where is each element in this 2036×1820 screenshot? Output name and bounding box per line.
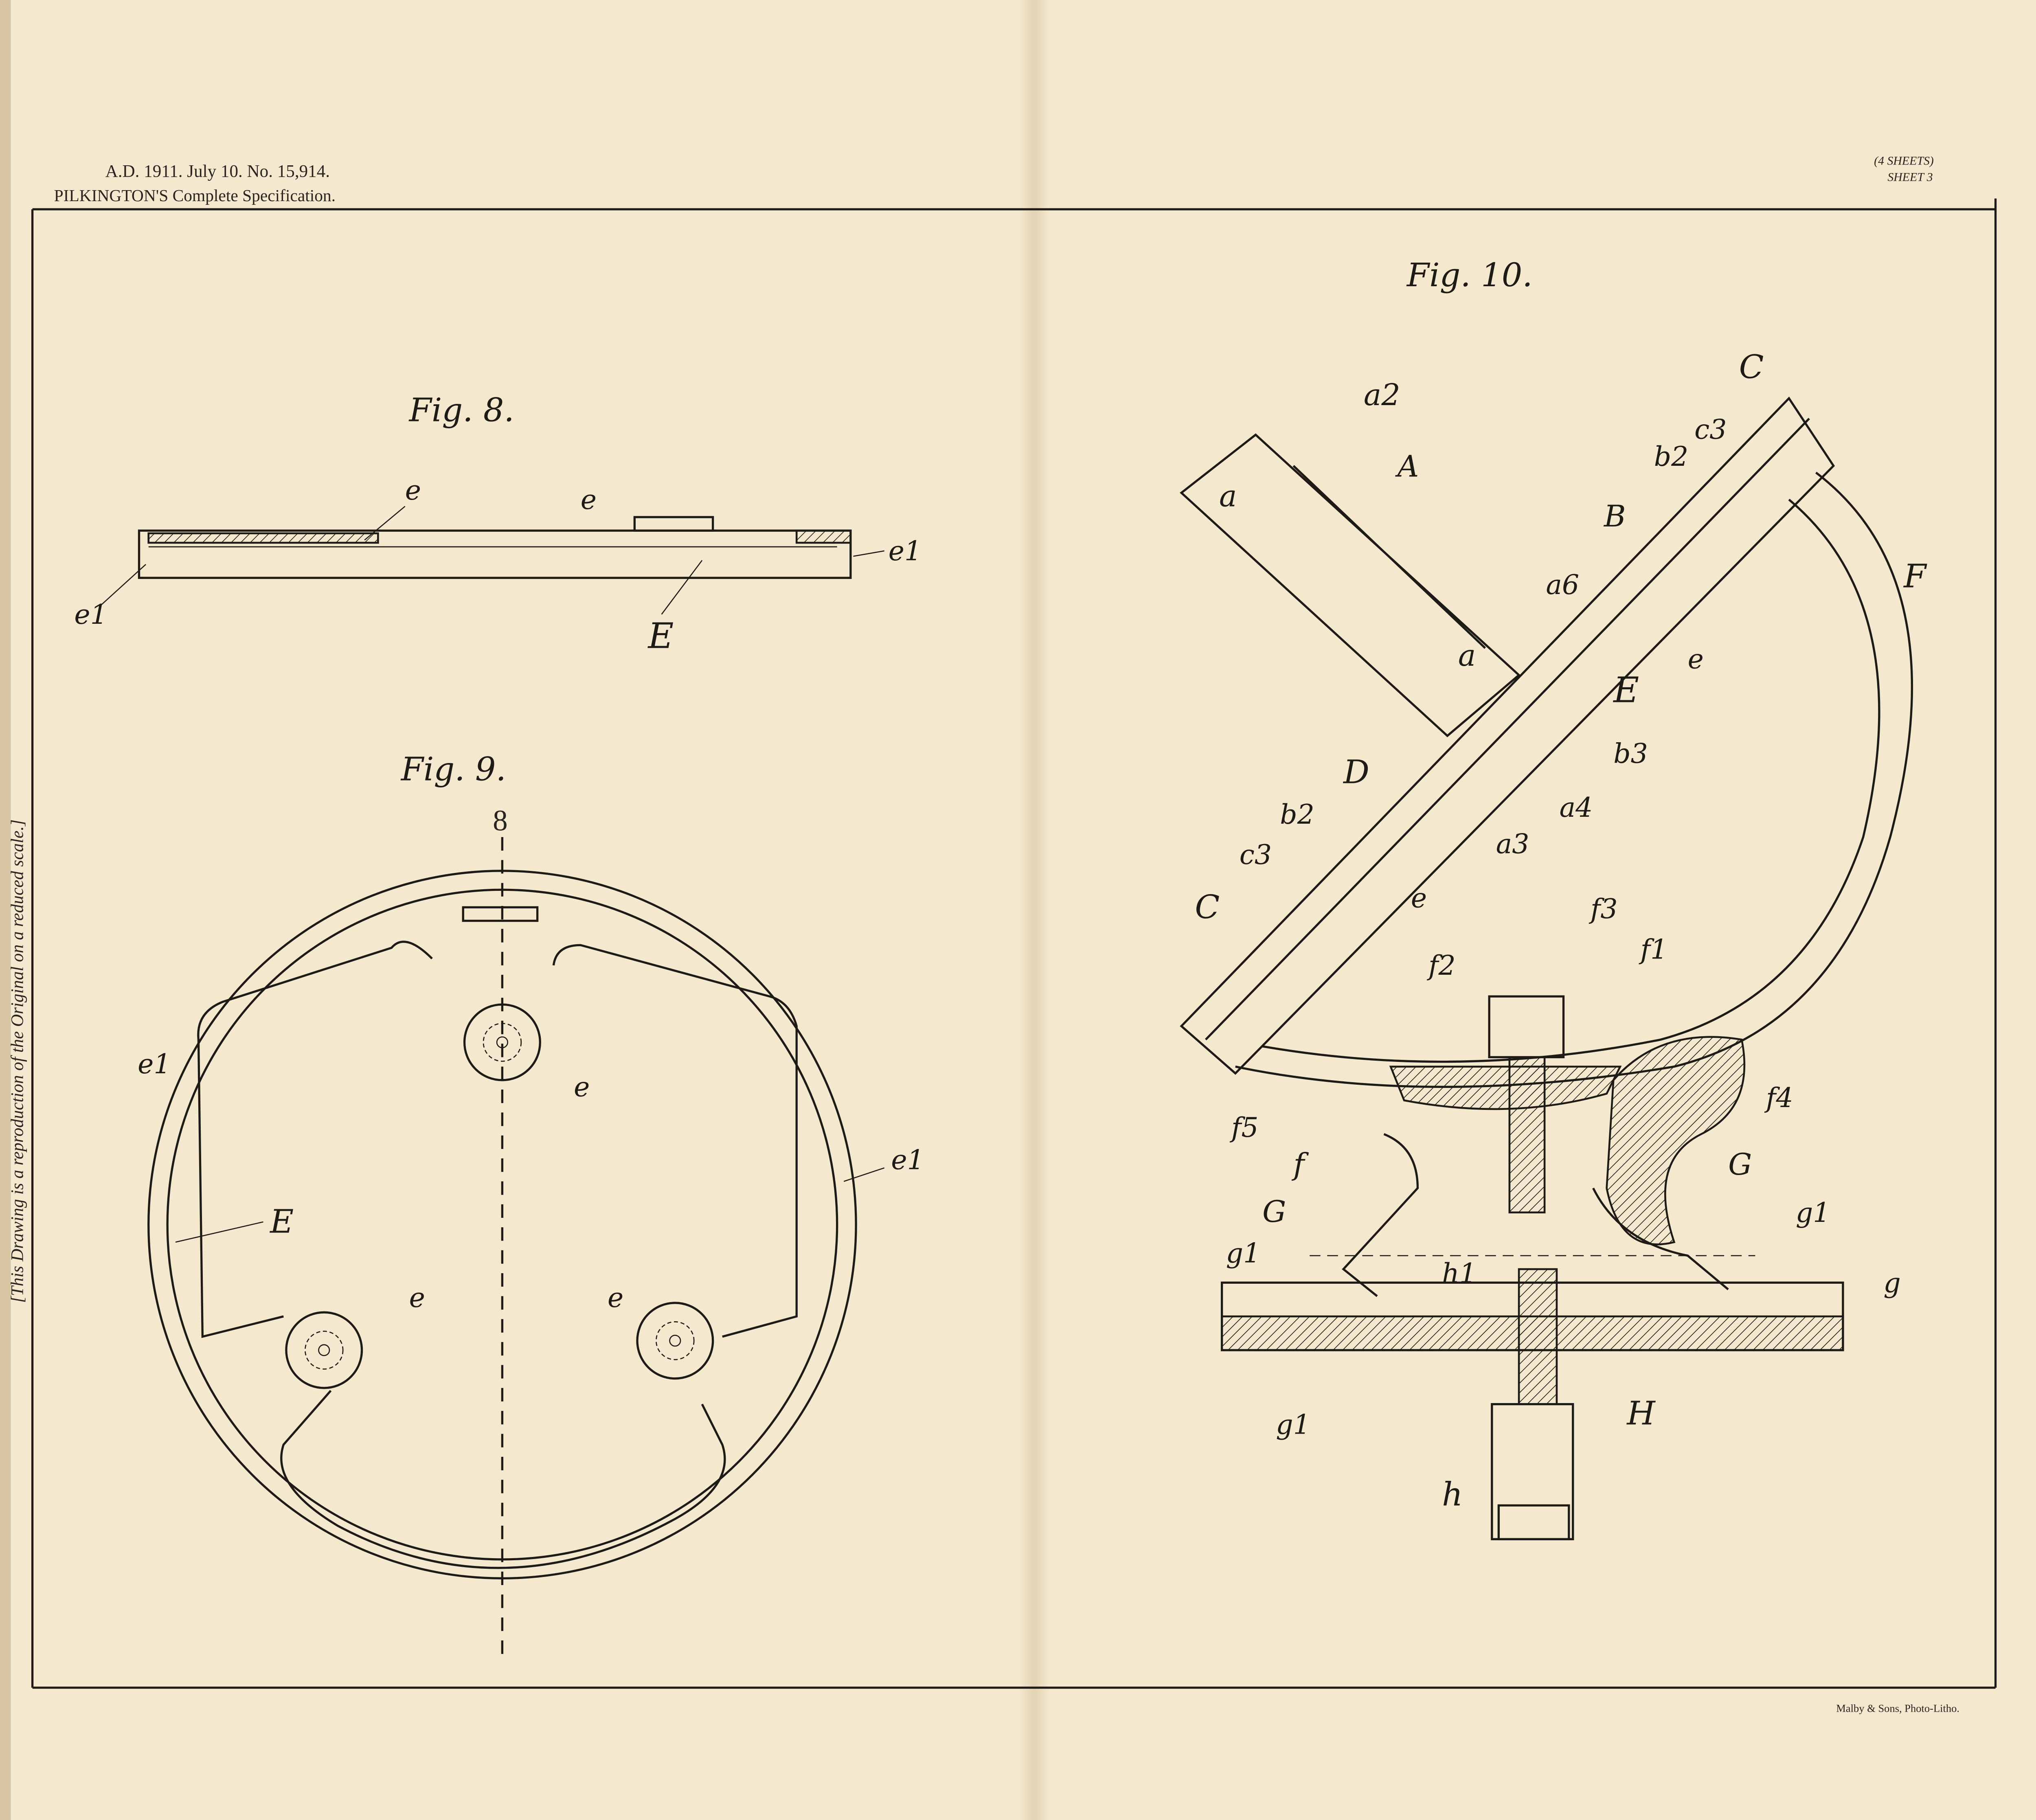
figure-label: C bbox=[1195, 888, 1220, 926]
figure-label: b3 bbox=[1613, 738, 1648, 770]
figure-label: e bbox=[574, 1071, 590, 1103]
figure-label: a3 bbox=[1496, 828, 1529, 860]
figure-label: g1 bbox=[1796, 1197, 1830, 1228]
figure-8: Fig. 8. e e e1 e1 E bbox=[74, 391, 921, 657]
figure-label: h1 bbox=[1442, 1257, 1477, 1289]
figure-label: f3 bbox=[1588, 893, 1618, 925]
figure-label: H bbox=[1626, 1394, 1656, 1432]
fig8-title: Fig. 8. bbox=[408, 391, 514, 429]
figure-label: E bbox=[269, 1203, 294, 1241]
figure-label: a2 bbox=[1364, 378, 1400, 412]
figure-label: G bbox=[1728, 1147, 1752, 1182]
figure-label: Fig. 9. bbox=[400, 750, 506, 788]
figure-label: e1 bbox=[891, 1144, 924, 1176]
figure-label: e1 bbox=[889, 535, 921, 567]
figure-label: e bbox=[409, 1282, 425, 1313]
figure-label: e1 bbox=[138, 1048, 171, 1080]
figure-10: Fig. 10. a2 A a a C c3 b2 B a6 F e bbox=[1180, 256, 1927, 1540]
figure-label: b2 bbox=[1654, 441, 1689, 472]
figure-label: e bbox=[405, 474, 421, 506]
figure-label: f5 bbox=[1229, 1112, 1259, 1143]
figure-label: C bbox=[1739, 348, 1764, 386]
center-fold bbox=[1019, 0, 1049, 1820]
reduced-scale-note: [This Drawing is a reproduction of the O… bbox=[8, 819, 27, 1303]
figure-label: a6 bbox=[1546, 569, 1579, 601]
sheet-number: SHEET 3 bbox=[1887, 170, 1933, 184]
figure-label: g1 bbox=[1226, 1237, 1261, 1269]
frame-border bbox=[31, 198, 1997, 1689]
figure-label: h bbox=[1442, 1475, 1463, 1513]
figure-label: A bbox=[1395, 450, 1419, 484]
figure-label: a bbox=[1219, 479, 1237, 514]
figure-label: e bbox=[1411, 882, 1427, 914]
figure-label: D bbox=[1343, 753, 1369, 791]
figure-label: e bbox=[608, 1282, 623, 1313]
figure-label: f4 bbox=[1764, 1082, 1793, 1114]
figure-label: b2 bbox=[1280, 798, 1314, 830]
figure-label: g1 bbox=[1276, 1409, 1310, 1441]
figure-9: Fig. 9. 8 e1 e1 e e e E bbox=[138, 750, 924, 1654]
figure-label: G bbox=[1262, 1195, 1286, 1229]
figure-label: F bbox=[1903, 557, 1927, 595]
figure-label: 8 bbox=[493, 804, 507, 837]
figure-label: f1 bbox=[1639, 933, 1668, 965]
figure-label: e bbox=[581, 484, 597, 515]
header-line-2: PILKINGTON'S Complete Specification. bbox=[54, 186, 336, 205]
figure-label: c3 bbox=[1240, 839, 1272, 871]
figure-label: a4 bbox=[1560, 792, 1593, 823]
sheets-count: (4 SHEETS) bbox=[1874, 154, 1934, 168]
figure-label: E bbox=[647, 616, 674, 657]
figure-label: Fig. 10. bbox=[1406, 256, 1533, 294]
printer-credit: Malby & Sons, Photo-Litho. bbox=[1836, 1702, 1959, 1715]
figure-label: e bbox=[1688, 643, 1704, 675]
figure-label: B bbox=[1603, 499, 1626, 534]
figure-label: g bbox=[1883, 1267, 1900, 1298]
figure-label: E bbox=[1613, 670, 1639, 710]
figure-label: a bbox=[1458, 638, 1476, 673]
figure-label: f2 bbox=[1426, 949, 1456, 981]
figure-label: c3 bbox=[1694, 414, 1727, 445]
header-line-1: A.D. 1911. July 10. No. 15,914. bbox=[105, 162, 330, 181]
